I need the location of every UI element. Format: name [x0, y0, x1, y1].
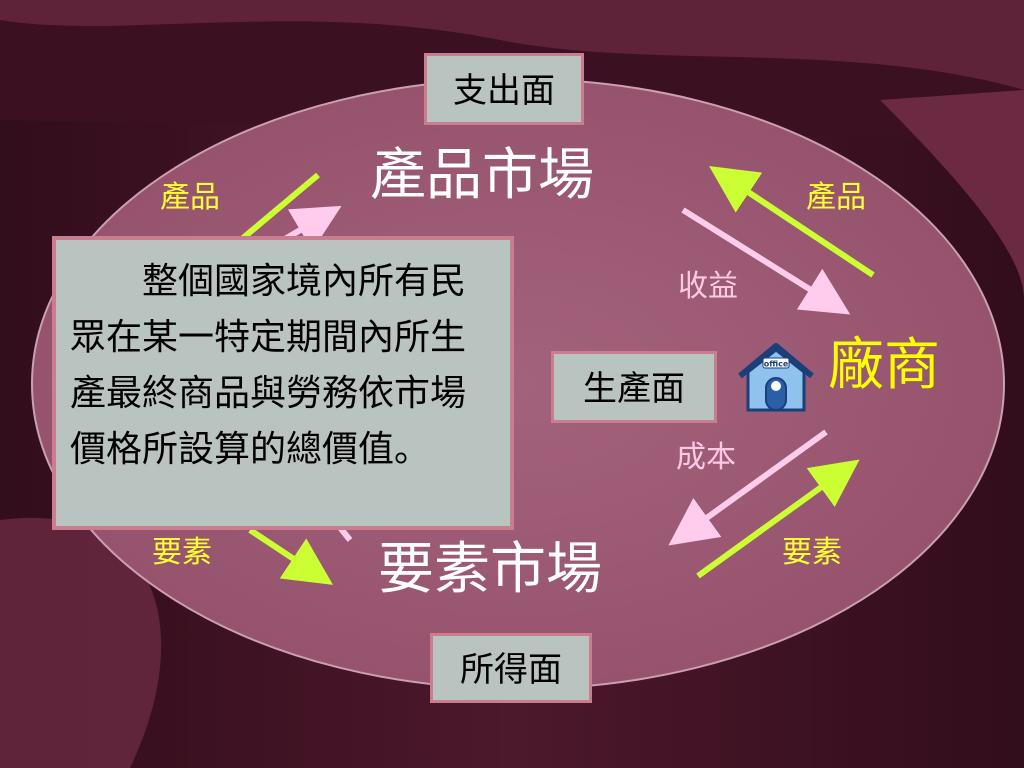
- arrow-factor-right: [696, 459, 860, 579]
- product-right-label: 產品: [806, 180, 866, 215]
- firm-label: 廠商: [828, 333, 940, 398]
- office-house-icon: office: [738, 343, 814, 412]
- product-left-label: 產品: [160, 180, 220, 215]
- svg-text:office: office: [764, 360, 789, 369]
- factor-market-label: 要素市場: [378, 537, 602, 602]
- arrow-product-right: [709, 166, 875, 278]
- product-market-label: 產品市場: [370, 143, 594, 208]
- income-approach-box: 所得面: [430, 633, 592, 703]
- expenditure-approach-box: 支出面: [424, 53, 584, 125]
- arrow-cost: [668, 429, 828, 546]
- gdp-definition-box: 整個國家境內所有民眾在某一特定期間內所生產最終商品與勞務依市場價格所設算的總價值…: [52, 236, 514, 530]
- arrow-revenue: [681, 207, 851, 315]
- gdp-definition-text: 整個國家境內所有民眾在某一特定期間內所生產最終商品與勞務依市場價格所設算的總價值…: [70, 261, 467, 470]
- arrow-factor-left: [248, 527, 334, 585]
- production-approach-box: 生產面: [551, 351, 717, 423]
- factor-right-label: 要素: [782, 535, 842, 570]
- expenditure-approach-label: 支出面: [453, 71, 555, 111]
- income-approach-label: 所得面: [460, 650, 562, 690]
- cost-label: 成本: [676, 440, 736, 475]
- factor-left-label: 要素: [152, 535, 212, 570]
- revenue-label: 收益: [678, 269, 738, 304]
- production-approach-label: 生產面: [583, 369, 685, 409]
